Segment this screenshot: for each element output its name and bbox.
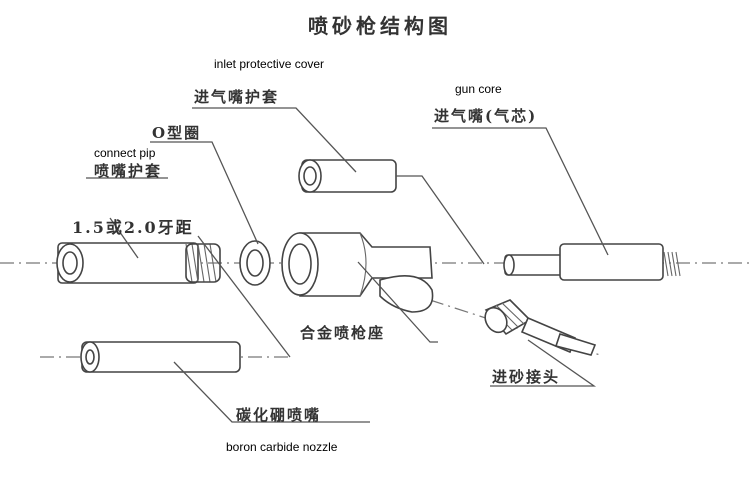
leader-sand-inlet <box>490 339 597 387</box>
boron-nozzle-part <box>80 341 241 373</box>
leader-o-ring <box>150 141 259 245</box>
nozzle-cover-part <box>56 242 221 284</box>
sand-inlet-label-cn: 进砂接头 <box>492 368 561 386</box>
nozzle-cover-label-cn: 喷嘴护套 <box>94 162 163 180</box>
leader-boron-nozzle <box>173 361 370 423</box>
gun-core-label-en: gun core <box>455 82 502 96</box>
boron-nozzle-label-en: boron carbide nozzle <box>226 440 338 454</box>
gun-body-label-cn: 合金喷枪座 <box>300 324 386 342</box>
leader-thread-to-nozzle <box>197 235 291 358</box>
gun-core-part <box>503 243 681 281</box>
inlet-cover-part <box>298 159 397 193</box>
leader-gun-core <box>432 127 609 256</box>
inlet-cover-label-cn: 进气嘴护套 <box>194 88 280 106</box>
leader-inlet-to-core <box>396 175 485 265</box>
inlet-cover-label-en: inlet protective cover <box>214 57 325 71</box>
leader-thread-pitch <box>109 217 139 259</box>
thread-pitch-label-cn: 1.5或2.0牙距 <box>72 218 194 237</box>
boron-nozzle-label-cn: 碳化硼喷嘴 <box>236 406 322 424</box>
sand-inlet-part <box>484 299 597 356</box>
gun-body-part <box>281 232 434 313</box>
o-ring-part <box>239 240 271 286</box>
diagram-title: 喷砂枪结构图 <box>308 14 452 38</box>
gun-core-label-cn: 进气嘴(气芯) <box>434 107 538 125</box>
leader-inlet-cover <box>192 107 357 173</box>
leader-gun-body <box>357 261 438 343</box>
o-ring-label-cn: O型圈 <box>152 124 202 142</box>
connect-pip-label-en: connect pip <box>94 146 156 160</box>
